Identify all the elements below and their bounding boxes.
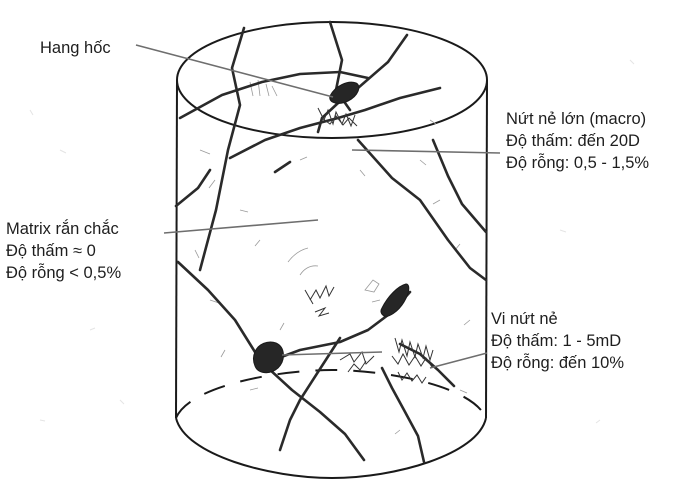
cylinder-bottom-back-dashed (176, 370, 486, 418)
cylinder-left-wall (176, 80, 177, 418)
macro-fractures (176, 22, 486, 462)
macro-fracture-porosity: Độ rỗng: 0,5 - 1,5% (506, 152, 649, 174)
vug-blobs (254, 82, 409, 372)
leader-micro (430, 353, 487, 368)
macro-fracture-permeability: Độ thấm: đến 20D (506, 130, 649, 152)
leader-macro (352, 150, 500, 153)
vug-top (330, 82, 359, 103)
vug-left (254, 342, 284, 373)
micro-fracture-permeability: Độ thấm: 1 - 5mD (491, 330, 624, 352)
matrix-title: Matrix rắn chắc (6, 218, 121, 240)
leader-matrix (164, 220, 318, 233)
leader-lines (136, 45, 500, 368)
leader-vug (136, 45, 333, 97)
macro-fracture-label: Nứt nẻ lớn (macro) Độ thấm: đến 20D Độ r… (506, 108, 649, 174)
macro-fracture-title: Nứt nẻ lớn (macro) (506, 108, 649, 130)
vug-right (381, 284, 409, 316)
micro-fracture-clusters (305, 108, 433, 383)
cylinder-right-wall (486, 80, 487, 418)
micro-fracture-porosity: Độ rỗng: đến 10% (491, 352, 624, 374)
vug-label: Hang hốc (40, 37, 111, 59)
matrix-label: Matrix rắn chắc Độ thấm ≈ 0 Độ rỗng < 0,… (6, 218, 121, 284)
micro-fracture-label: Vi nứt nẻ Độ thấm: 1 - 5mD Độ rỗng: đến … (491, 308, 624, 374)
matrix-texture (195, 80, 470, 434)
micro-fracture-title: Vi nứt nẻ (491, 308, 624, 330)
matrix-permeability: Độ thấm ≈ 0 (6, 240, 121, 262)
cylinder-outline (176, 22, 487, 478)
cylinder-bottom-front (176, 418, 486, 478)
matrix-porosity: Độ rỗng < 0,5% (6, 262, 121, 284)
vug-title: Hang hốc (40, 37, 111, 59)
